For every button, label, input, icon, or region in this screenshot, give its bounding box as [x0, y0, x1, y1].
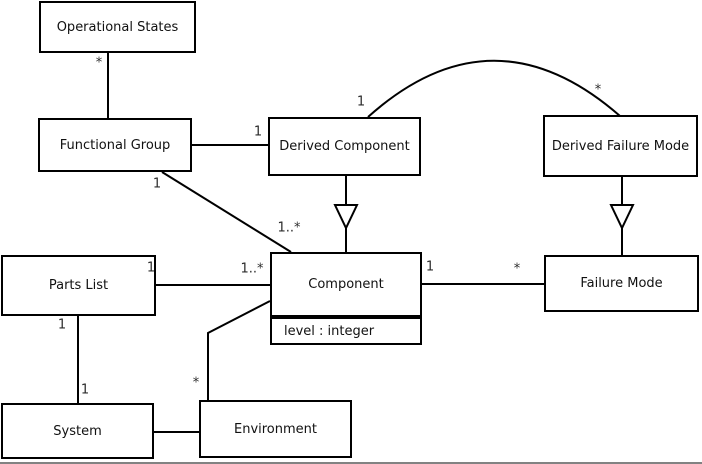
multiplicity-partslist-bottom: 1 [57, 317, 67, 333]
generalization-triangle-icon [609, 204, 635, 231]
multiplicity-arc-right: * [594, 82, 602, 98]
multiplicity-environment-top: * [192, 375, 200, 391]
multiplicity-arc-left: 1 [356, 94, 366, 110]
edge-component-environment [207, 300, 271, 400]
multiplicity-opstates: * [95, 55, 103, 71]
class-failure-mode[interactable]: Failure Mode [544, 255, 699, 312]
class-component[interactable]: Component [270, 252, 422, 317]
multiplicity-component-left: 1..* [240, 261, 264, 277]
edge-funcgroup-component [161, 171, 292, 253]
edge-derivedcomp-derivedfm [367, 59, 621, 118]
multiplicity-partslist-right: 1 [146, 260, 156, 276]
class-component-attribute[interactable]: level : integer [270, 317, 422, 345]
multiplicity-component-diag: 1..* [277, 220, 301, 236]
multiplicity-funcgroup-diag: 1 [152, 176, 162, 192]
class-derived-component[interactable]: Derived Component [268, 117, 421, 176]
multiplicity-system-top: 1 [80, 382, 90, 398]
class-operational-states[interactable]: Operational States [39, 1, 196, 53]
class-derived-failure-mode[interactable]: Derived Failure Mode [543, 115, 698, 177]
generalization-triangle-icon [333, 204, 359, 231]
class-environment[interactable]: Environment [199, 400, 352, 458]
class-functional-group[interactable]: Functional Group [38, 118, 192, 172]
class-system[interactable]: System [1, 403, 154, 459]
window-bottom-border [0, 462, 702, 464]
multiplicity-failuremode-left: * [513, 261, 521, 277]
multiplicity-derivedcomp-left: 1 [253, 124, 263, 140]
class-parts-list[interactable]: Parts List [1, 255, 156, 316]
multiplicity-component-right: 1 [425, 259, 435, 275]
